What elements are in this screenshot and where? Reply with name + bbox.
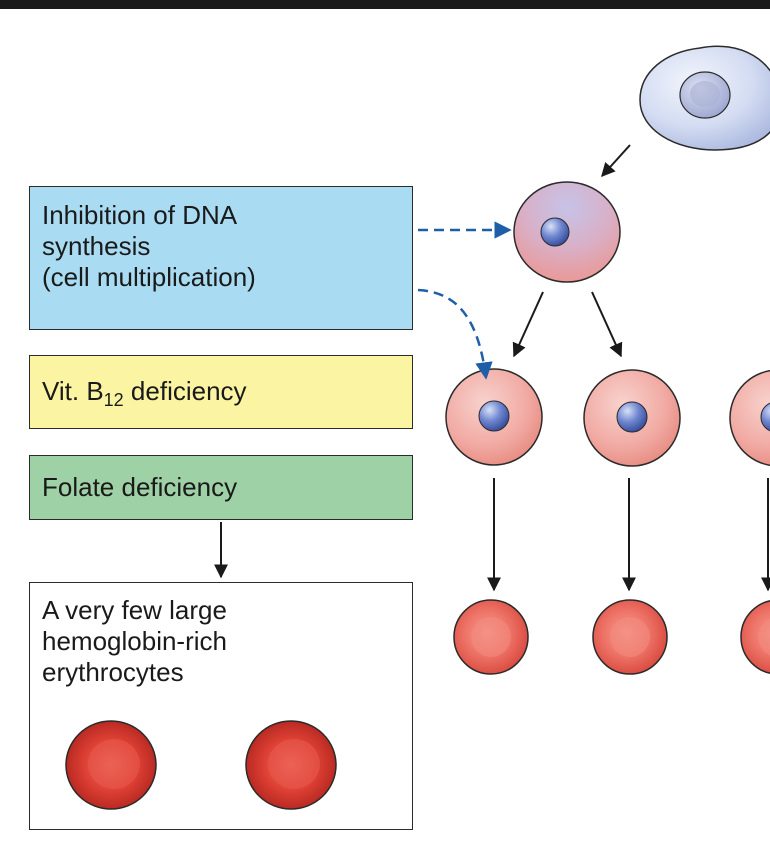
folate-label: Folate deficiency	[42, 472, 238, 502]
erythrocyte-1	[453, 599, 529, 675]
result-erythrocytes-box: A very few large hemoglobin-rich erythro…	[29, 582, 413, 830]
precursor-cell-2	[583, 369, 681, 467]
b12-subscript: 12	[103, 390, 124, 410]
vitamin-b12-deficiency-box: Vit. B12 deficiency	[29, 355, 413, 429]
result-line-3: erythrocytes	[42, 657, 184, 687]
result-line-1: A very few large	[42, 595, 227, 625]
inhibition-line-1: Inhibition of DNA	[42, 200, 238, 230]
large-erythrocyte-1	[65, 720, 157, 810]
inhibition-of-dna-synthesis-box: Inhibition of DNA synthesis (cell multip…	[29, 186, 413, 330]
inhibition-arrow-to-precursor	[417, 288, 493, 380]
erythrocyte-2	[592, 599, 668, 675]
arrow-to-precursor-1	[512, 291, 544, 358]
arrow-to-precursor-2	[591, 291, 623, 358]
precursor-cell-3-partial	[729, 369, 770, 467]
erythrocyte-3-partial	[740, 600, 770, 674]
top-border	[0, 0, 770, 9]
inhibition-line-3: (cell multiplication)	[42, 262, 256, 292]
dividing-precursor-cell	[513, 181, 621, 283]
stem-cell	[639, 45, 770, 151]
b12-suffix: deficiency	[123, 376, 247, 406]
b12-prefix: Vit. B	[42, 376, 104, 406]
folate-deficiency-box: Folate deficiency	[29, 455, 413, 520]
result-line-2: hemoglobin-rich	[42, 626, 227, 656]
precursor-cell-1	[445, 368, 543, 466]
arrow-stem-to-precursor	[601, 144, 631, 178]
large-erythrocyte-2	[245, 720, 337, 810]
inhibition-line-2: synthesis	[42, 231, 151, 261]
